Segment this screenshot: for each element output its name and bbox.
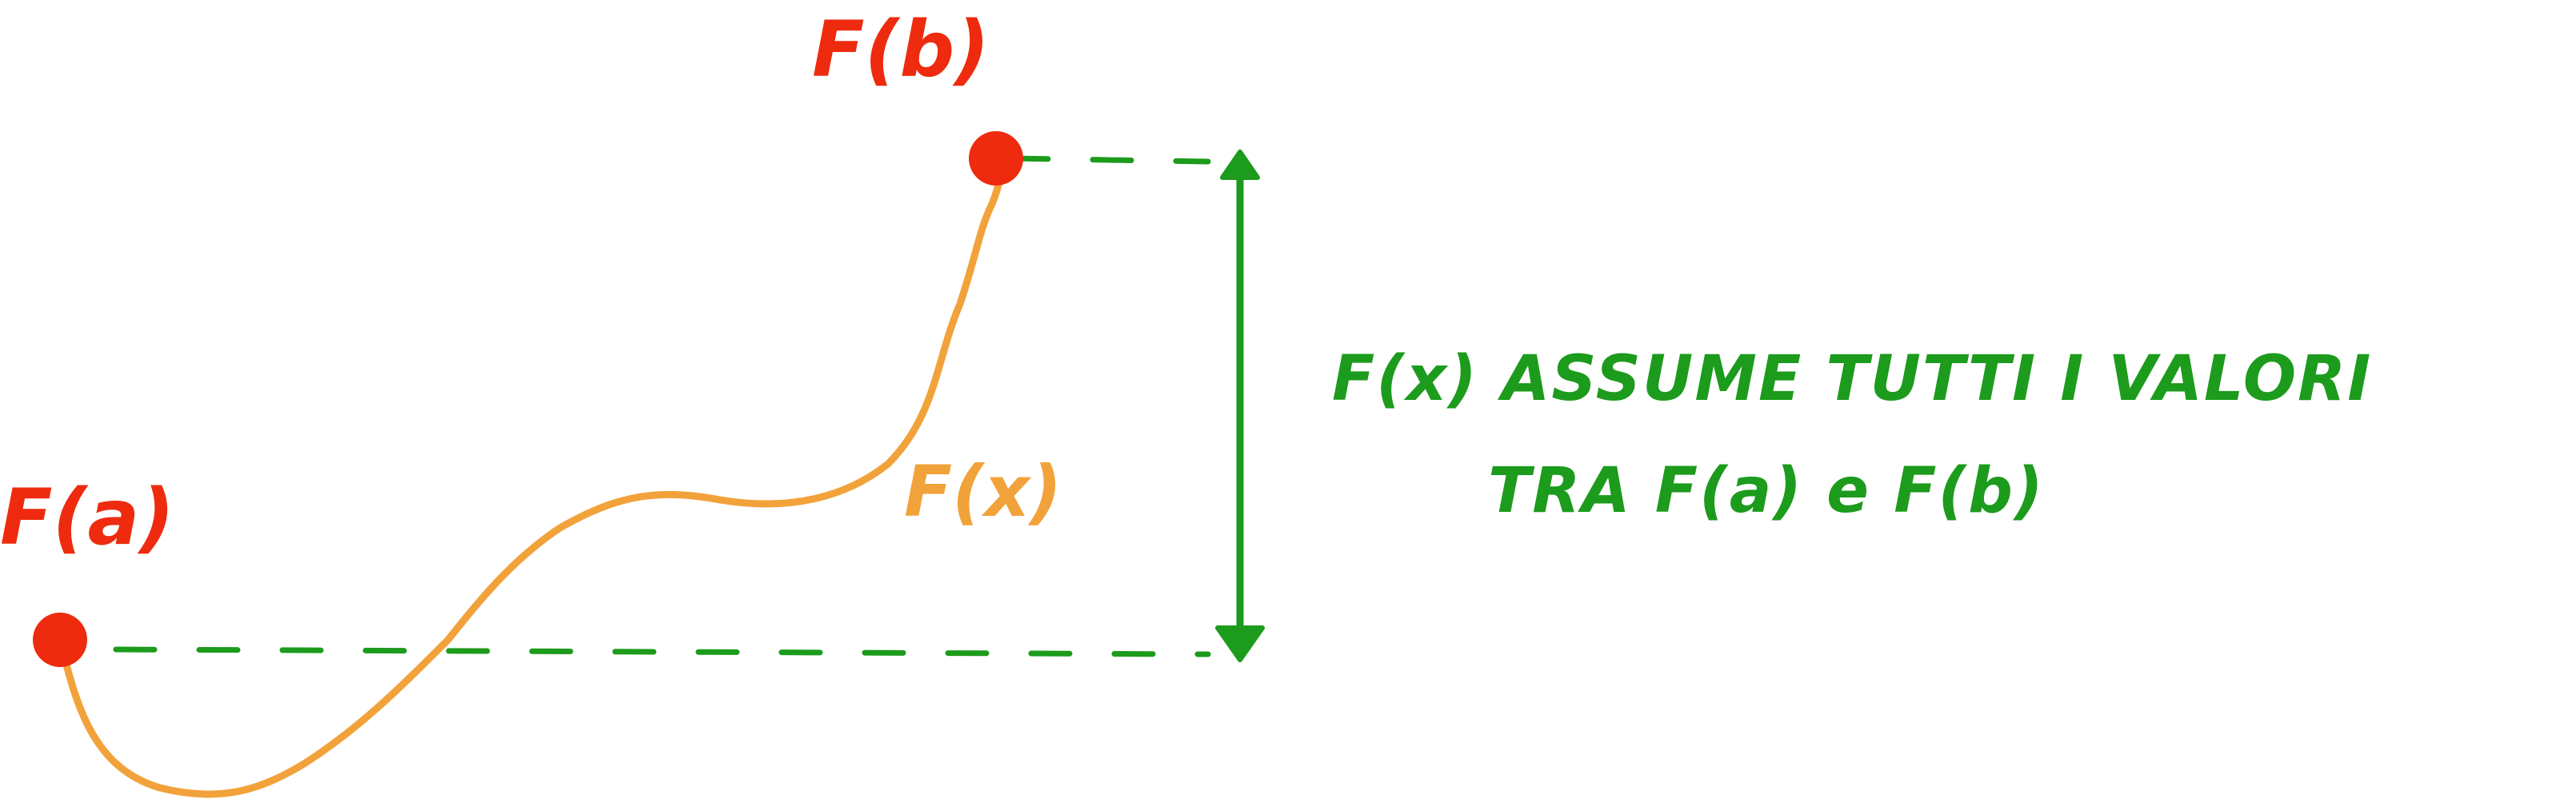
dashed-line-fa — [113, 646, 1211, 657]
range-arrow-head-bottom — [1215, 625, 1265, 662]
label-fb: F(b) — [812, 5, 990, 94]
function-curve — [56, 156, 1006, 798]
dashed-line-fb — [1006, 155, 1211, 165]
statement-line-1: F(x) ASSUME TUTTI I VALORI — [1332, 343, 2372, 415]
point-fa — [33, 613, 87, 667]
point-fb — [969, 131, 1023, 186]
statement-line-2: TRA F(a) e F(b) — [1488, 455, 2045, 527]
label-fx: F(x) — [904, 450, 1062, 533]
label-fa: F(a) — [0, 473, 174, 562]
range-arrow-head-top — [1220, 150, 1260, 180]
